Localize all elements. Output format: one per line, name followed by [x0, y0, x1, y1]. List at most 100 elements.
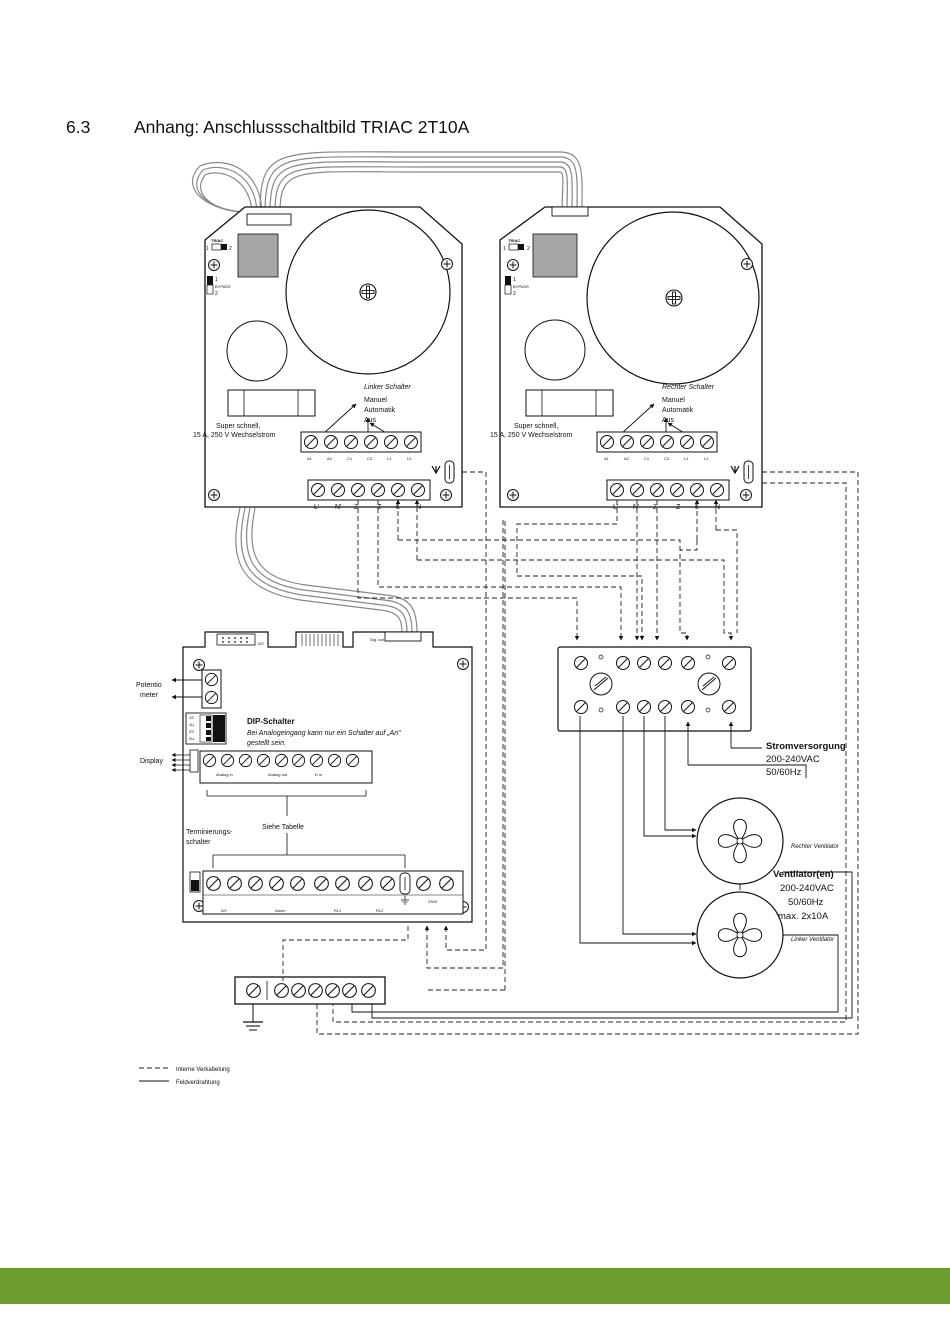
- group-rl1: RL1: [334, 908, 342, 913]
- left-term-z1: Z: [354, 505, 358, 511]
- ribbon-cables: [192, 151, 583, 634]
- right-term-l1: L1: [684, 456, 689, 461]
- left-option-aus: Aus: [364, 417, 377, 424]
- left-top-terminal-block: [300, 431, 422, 453]
- right-triac-board: TRIAC 1 2 1 BYPASS 2 Rechter Schalter Ma…: [490, 206, 763, 511]
- right-bypass-n1: 1: [513, 277, 516, 283]
- right-fuse-line1: Super schnell,: [514, 423, 558, 430]
- power-distribution-block: [557, 646, 752, 732]
- terminierung-line1: Terminierungs-: [186, 829, 233, 836]
- left-term-c1: C1: [347, 456, 353, 461]
- fans-max: max. 2x10A: [778, 911, 829, 922]
- i2c-label: I2C: [258, 641, 264, 646]
- right-term-c2: C2: [664, 456, 670, 461]
- left-term-c2: C2: [367, 456, 373, 461]
- left-triac-n2: 2: [229, 246, 232, 252]
- footer-bar: [0, 1268, 950, 1304]
- analog-screws: [202, 753, 360, 768]
- group-rl2: RL2: [376, 908, 384, 913]
- heading-title: Anhang: Anschlussschaltbild TRIAC 2T10A: [134, 117, 470, 137]
- group-00: 0/0: [221, 908, 227, 913]
- left-term-np: N': [335, 504, 341, 511]
- display-label: Display: [140, 758, 163, 765]
- right-fan: [696, 797, 784, 885]
- potentiometer-line2: meter: [140, 692, 159, 699]
- group-230v: 230V: [428, 899, 438, 904]
- dip-title: DIP-Schalter: [247, 717, 295, 726]
- legend-internal: Interne Verkabelung: [176, 1067, 230, 1073]
- fans-voltage: 200-240VAC: [780, 883, 834, 894]
- right-term-a1: A1: [604, 456, 610, 461]
- right-fan-label: Rechter Ventilator: [791, 844, 840, 850]
- analog-out-label: Analog out: [268, 772, 288, 777]
- dip-row-1u: 1U: [189, 722, 194, 727]
- left-option-manuel: Manuel: [364, 397, 387, 404]
- dip-row-1s: 1S: [189, 715, 194, 720]
- page-heading: 6.3 Anhang: Anschlussschaltbild TRIAC 2T1…: [66, 117, 469, 138]
- dip-text-line1: Bei Analogeingang kann nur ein Schalter …: [247, 730, 401, 737]
- right-term-lp: L': [613, 504, 618, 511]
- controller-board: I2C Dig. out Potentio meter 1S 1U 2S 2U …: [136, 631, 473, 923]
- right-term-z2: Z: [676, 504, 681, 511]
- right-term-z1: Z: [653, 505, 657, 511]
- terminierung-line2: schalter: [186, 839, 211, 846]
- left-fan-label: Linker Ventilator: [791, 937, 835, 943]
- ground-terminal-block: [234, 976, 386, 1031]
- right-term-np: N': [633, 504, 639, 511]
- fans-title: Ventilator(en): [773, 869, 834, 880]
- right-triac-n2: 2: [527, 246, 530, 252]
- left-bypass-n1: 1: [215, 277, 218, 283]
- legend-field: Feldverdrahtung: [176, 1080, 220, 1086]
- right-triac-label: TRIAC: [508, 238, 520, 243]
- left-term-l1: L1: [387, 456, 392, 461]
- right-fuse-line2: 15 A, 250 V Wechselstrom: [490, 432, 573, 439]
- right-bypass-n2: 2: [513, 291, 516, 297]
- d-in-label: D in: [315, 772, 322, 777]
- right-bypass-label: BYPASS: [513, 284, 529, 289]
- left-option-automatik: Automatik: [364, 407, 396, 414]
- left-bypass-n2: 2: [215, 291, 218, 297]
- right-top-terminal-block: [596, 431, 718, 453]
- heading-number: 6.3: [66, 117, 91, 137]
- right-option-manuel: Manuel: [662, 397, 685, 404]
- right-fuse: [525, 389, 614, 417]
- left-term-z2: Z: [377, 504, 382, 511]
- potentiometer-line1: Potentio: [136, 682, 162, 689]
- right-relay-block: [532, 233, 578, 278]
- right-triac-n1: 1: [503, 246, 506, 252]
- dip-row-2s: 2S: [189, 729, 194, 734]
- left-term-a1: A1: [307, 456, 313, 461]
- left-triac-board: TRIAC 1 2 1 BYPASS 2 Linker Schalter Man…: [193, 206, 463, 511]
- left-relay-block: [237, 233, 279, 278]
- left-term-n: N: [416, 504, 421, 511]
- right-term-n: N: [715, 504, 720, 511]
- fans-freq: 50/60Hz: [788, 897, 824, 908]
- left-ground-icon: [431, 465, 441, 475]
- supply-freq: 50/60Hz: [766, 767, 802, 778]
- group-alarm: Alarm: [275, 908, 286, 913]
- supply-voltage: 200-240VAC: [766, 754, 820, 765]
- left-triac-n1: 1: [206, 246, 209, 252]
- controller-ground-icon: [401, 896, 409, 905]
- right-schalter-label: Rechter Schalter: [662, 384, 715, 391]
- left-fuse: [227, 389, 316, 417]
- internal-wiring: [282, 471, 859, 1035]
- left-term-a2: A2: [327, 456, 333, 461]
- dig-out-label: Dig. out: [370, 637, 385, 642]
- field-wiring: [351, 716, 853, 1019]
- dip-text-line2: gestellt sein.: [247, 740, 286, 747]
- left-triac-label: TRIAC: [211, 238, 223, 243]
- right-term-l2: L2: [704, 456, 709, 461]
- legend: Interne Verkabelung Feldverdrahtung: [139, 1067, 230, 1086]
- left-schalter-label: Linker Schalter: [364, 384, 411, 391]
- left-fan: [696, 891, 784, 979]
- supply-title: Stromversorgung: [766, 741, 846, 752]
- right-option-automatik: Automatik: [662, 407, 694, 414]
- left-bypass-label: BYPASS: [215, 284, 231, 289]
- left-fuse-line1: Super schnell,: [216, 423, 260, 430]
- analog-in-label: Analog in: [216, 772, 233, 777]
- dip-row-2u: 2U: [189, 736, 194, 741]
- right-term-a2: A2: [624, 456, 630, 461]
- right-term-c1: C1: [644, 456, 650, 461]
